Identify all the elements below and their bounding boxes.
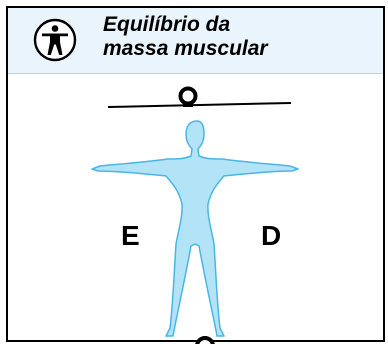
- body-balance-figure: [8, 74, 383, 344]
- panel-header: Equilíbrio da massa muscular: [8, 8, 383, 74]
- panel-title: Equilíbrio da massa muscular: [103, 13, 378, 61]
- lower-balance-marker: [197, 338, 213, 344]
- right-side-label: D: [261, 221, 281, 251]
- muscle-balance-panel: Equilíbrio da massa muscular E D: [6, 6, 385, 342]
- title-line-1: Equilíbrio da: [103, 13, 378, 37]
- upper-balance-line: [108, 103, 291, 107]
- title-line-2: massa muscular: [103, 37, 378, 61]
- upper-balance-marker: [181, 89, 196, 104]
- left-side-label: E: [121, 221, 140, 251]
- person-accessibility-icon: [33, 18, 77, 62]
